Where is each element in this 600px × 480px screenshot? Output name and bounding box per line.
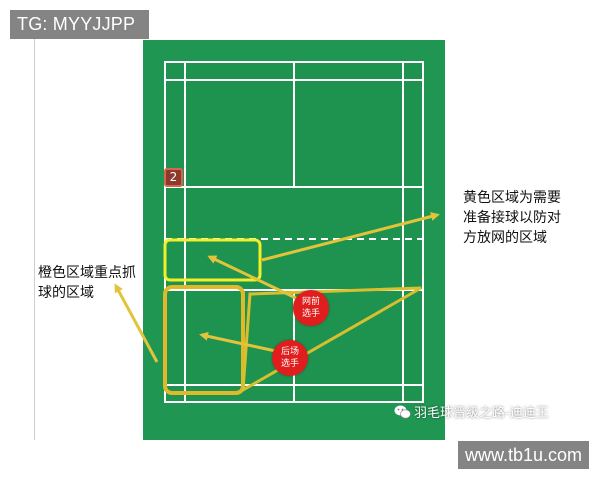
top-left-tag: TG: MYYJJPP xyxy=(10,10,149,39)
bottom-right-url-tag: www.tb1u.com xyxy=(458,441,589,469)
arrow-right-note-to-yellow-zone xyxy=(261,212,440,262)
arrow-left-note-to-orange-zone xyxy=(114,283,159,363)
yellow-zone-note: 黄色区域为需要准备接球以防对方放网的区域 xyxy=(463,190,561,246)
watermark: 羽毛球晋级之路-迪迪王 xyxy=(394,405,549,423)
back-court-player-marker: 后场选手 xyxy=(272,340,308,376)
arrow-front-player-to-yellow-zone xyxy=(207,255,301,302)
back-player-coverage-triangle xyxy=(241,286,422,393)
watermark-text: 羽毛球晋级之路-迪迪王 xyxy=(414,406,549,421)
wechat-icon xyxy=(394,405,411,419)
annotation-arrows xyxy=(114,212,440,363)
orange-zone xyxy=(163,285,245,395)
arrow-back-player-to-orange-zone xyxy=(199,331,281,354)
back-player-label: 后场选手 xyxy=(280,347,299,369)
page-divider-line xyxy=(34,38,35,440)
orange-zone-note: 橙色区域重点抓球的区域 xyxy=(38,265,136,301)
zone-number-badge: 2 xyxy=(164,168,183,187)
front-court-player-marker: 网前选手 xyxy=(293,290,329,326)
front-player-label: 网前选手 xyxy=(301,297,320,319)
yellow-zone xyxy=(163,238,262,282)
